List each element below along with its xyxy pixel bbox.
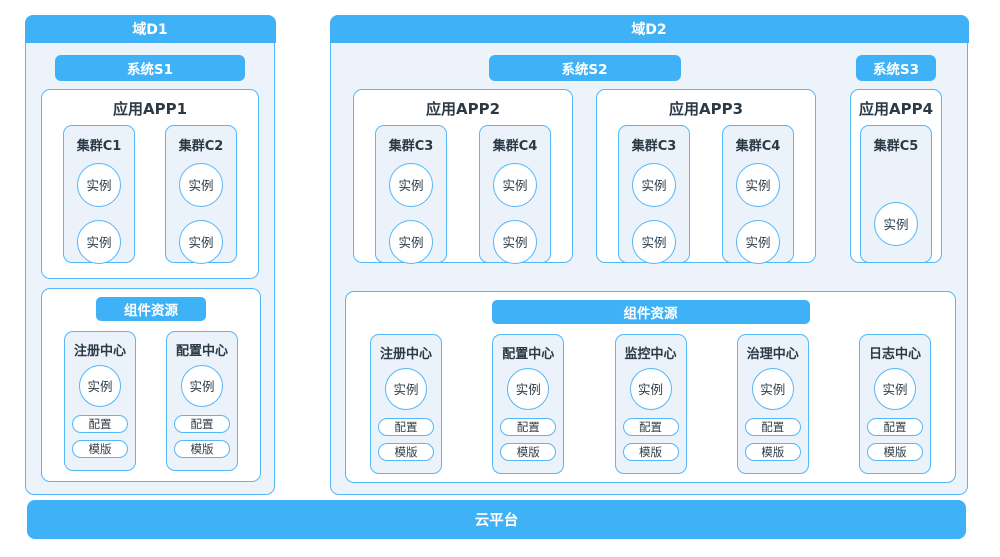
instance-circle: 实例 xyxy=(507,367,550,410)
d1-components-panel: 组件资源 注册中心 实例 配置 模版 配置中心 实例 配置 模版 xyxy=(41,287,261,482)
instance-circle: 实例 xyxy=(736,162,780,207)
instance-circle: 实例 xyxy=(629,367,672,410)
app4-card: 应用APP4 集群C5 实例 xyxy=(850,88,942,263)
cluster-c2-card: 集群C2 实例 实例 xyxy=(165,124,237,264)
instance-circle: 实例 xyxy=(77,219,121,264)
app3-title: 应用APP3 xyxy=(668,99,744,118)
d2-centers-row: 注册中心 实例 配置 模版 配置中心 实例 配置 模版 监控中心 实例 配置 模… xyxy=(346,333,955,474)
log-center-card: 日志中心 实例 配置 模版 xyxy=(859,333,931,474)
domain-d2-container: 域D2 系统S2 系统S3 应用APP2 集群C3 实例 实例 集群C4 实 xyxy=(329,14,969,495)
config-center-card: 配置中心 实例 配置 模版 xyxy=(492,333,565,474)
instance-circle: 实例 xyxy=(736,219,780,264)
app3-card: 应用APP3 集群C3 实例 实例 集群C4 实例 实例 xyxy=(596,88,816,264)
template-pill: 模版 xyxy=(744,442,801,461)
cluster-c5-card: 集群C5 实例 xyxy=(860,124,932,263)
app1-card: 应用APP1 集群C1 实例 实例 集群C2 实例 实例 xyxy=(41,88,259,279)
registry-center-card: 注册中心 实例 配置 模版 xyxy=(370,333,442,474)
app3-clusters-row: 集群C3 实例 实例 集群C4 实例 实例 xyxy=(597,124,815,264)
template-pill: 模版 xyxy=(622,442,679,461)
app2-card: 应用APP2 集群C3 实例 实例 集群C4 实例 实例 xyxy=(353,88,573,264)
d1-centers-row: 注册中心 实例 配置 模版 配置中心 实例 配置 模版 xyxy=(42,330,260,471)
cluster-c4-title: 集群C4 xyxy=(492,138,538,154)
cluster-c5-title: 集群C5 xyxy=(873,138,919,154)
config-center-card: 配置中心 实例 配置 模版 xyxy=(166,330,238,471)
cluster-c1-card: 集群C1 实例 实例 xyxy=(63,124,135,264)
cluster-c2-title: 集群C2 xyxy=(178,138,224,154)
cluster-c4-card: 集群C4 实例 实例 xyxy=(722,124,794,264)
domain-d2-header: 域D2 xyxy=(329,14,969,43)
d2-components-panel: 组件资源 注册中心 实例 配置 模版 配置中心 实例 配置 模版 监控中心 实例 xyxy=(345,290,956,483)
config-center-title: 配置中心 xyxy=(175,343,228,359)
app1-clusters-row: 集群C1 实例 实例 集群C2 实例 实例 xyxy=(42,124,258,264)
app4-title: 应用APP4 xyxy=(858,99,934,118)
config-pill: 配置 xyxy=(744,417,801,436)
instance-circle: 实例 xyxy=(389,162,433,207)
monitor-center-title: 监控中心 xyxy=(624,346,677,362)
instance-circle: 实例 xyxy=(385,367,427,410)
system-s1-badge: 系统S1 xyxy=(55,54,245,81)
config-pill: 配置 xyxy=(867,417,923,436)
config-pill: 配置 xyxy=(72,414,128,433)
instance-circle: 实例 xyxy=(751,367,794,410)
cloud-platform-bar: 云平台 xyxy=(27,500,966,539)
instance-circle: 实例 xyxy=(77,162,121,207)
system-s2-badge: 系统S2 xyxy=(488,54,681,81)
instance-circle: 实例 xyxy=(493,219,537,264)
instance-circle: 实例 xyxy=(181,364,223,407)
instance-circle: 实例 xyxy=(179,219,223,264)
cluster-c1-title: 集群C1 xyxy=(76,138,122,154)
d1-apps-row: 应用APP1 集群C1 实例 实例 集群C2 实例 实例 xyxy=(41,88,259,279)
domain-d1-container: 域D1 系统S1 应用APP1 集群C1 实例 实例 集群C2 实例 实例 xyxy=(24,14,276,495)
cluster-c4-title: 集群C4 xyxy=(735,138,781,154)
instance-circle: 实例 xyxy=(874,201,918,246)
governance-center-card: 治理中心 实例 配置 模版 xyxy=(736,333,809,474)
instance-circle: 实例 xyxy=(632,162,676,207)
system-s3-badge: 系统S3 xyxy=(856,54,936,81)
cluster-c4-card: 集群C4 实例 实例 xyxy=(479,124,551,264)
cluster-c3-card: 集群C3 实例 实例 xyxy=(375,124,447,264)
template-pill: 模版 xyxy=(174,439,230,458)
template-pill: 模版 xyxy=(867,442,923,461)
config-pill: 配置 xyxy=(500,417,557,436)
d2-apps-row: 应用APP2 集群C3 实例 实例 集群C4 实例 实例 应用APP3 xyxy=(353,88,942,264)
app1-title: 应用APP1 xyxy=(112,99,188,118)
system-s2-wrap: 系统S2 xyxy=(353,54,816,81)
governance-center-title: 治理中心 xyxy=(746,346,799,362)
instance-circle: 实例 xyxy=(632,219,676,264)
instance-circle: 实例 xyxy=(493,162,537,207)
domain-d1-header: 域D1 xyxy=(24,14,276,43)
cluster-c3-title: 集群C3 xyxy=(631,138,677,154)
cluster-c3-title: 集群C3 xyxy=(388,138,434,154)
registry-center-card: 注册中心 实例 配置 模版 xyxy=(64,330,136,471)
config-center-title: 配置中心 xyxy=(502,346,555,362)
d2-systems-row: 系统S2 系统S3 xyxy=(353,54,942,81)
instance-circle: 实例 xyxy=(389,219,433,264)
registry-center-title: 注册中心 xyxy=(379,346,432,362)
config-pill: 配置 xyxy=(174,414,230,433)
template-pill: 模版 xyxy=(500,442,557,461)
instance-circle: 实例 xyxy=(79,364,121,407)
app2-clusters-row: 集群C3 实例 实例 集群C4 实例 实例 xyxy=(354,124,572,264)
cluster-c3-card: 集群C3 实例 实例 xyxy=(618,124,690,264)
d2-component-resources-badge: 组件资源 xyxy=(491,299,810,324)
template-pill: 模版 xyxy=(72,439,128,458)
log-center-title: 日志中心 xyxy=(868,346,921,362)
config-pill: 配置 xyxy=(622,417,679,436)
instance-circle: 实例 xyxy=(179,162,223,207)
instance-circle: 实例 xyxy=(874,367,916,410)
d1-component-resources-badge: 组件资源 xyxy=(96,296,206,321)
registry-center-title: 注册中心 xyxy=(73,343,126,359)
app4-clusters-row: 集群C5 实例 xyxy=(851,124,941,263)
app2-title: 应用APP2 xyxy=(425,99,501,118)
config-pill: 配置 xyxy=(378,417,434,436)
template-pill: 模版 xyxy=(378,442,434,461)
monitor-center-card: 监控中心 实例 配置 模版 xyxy=(614,333,687,474)
